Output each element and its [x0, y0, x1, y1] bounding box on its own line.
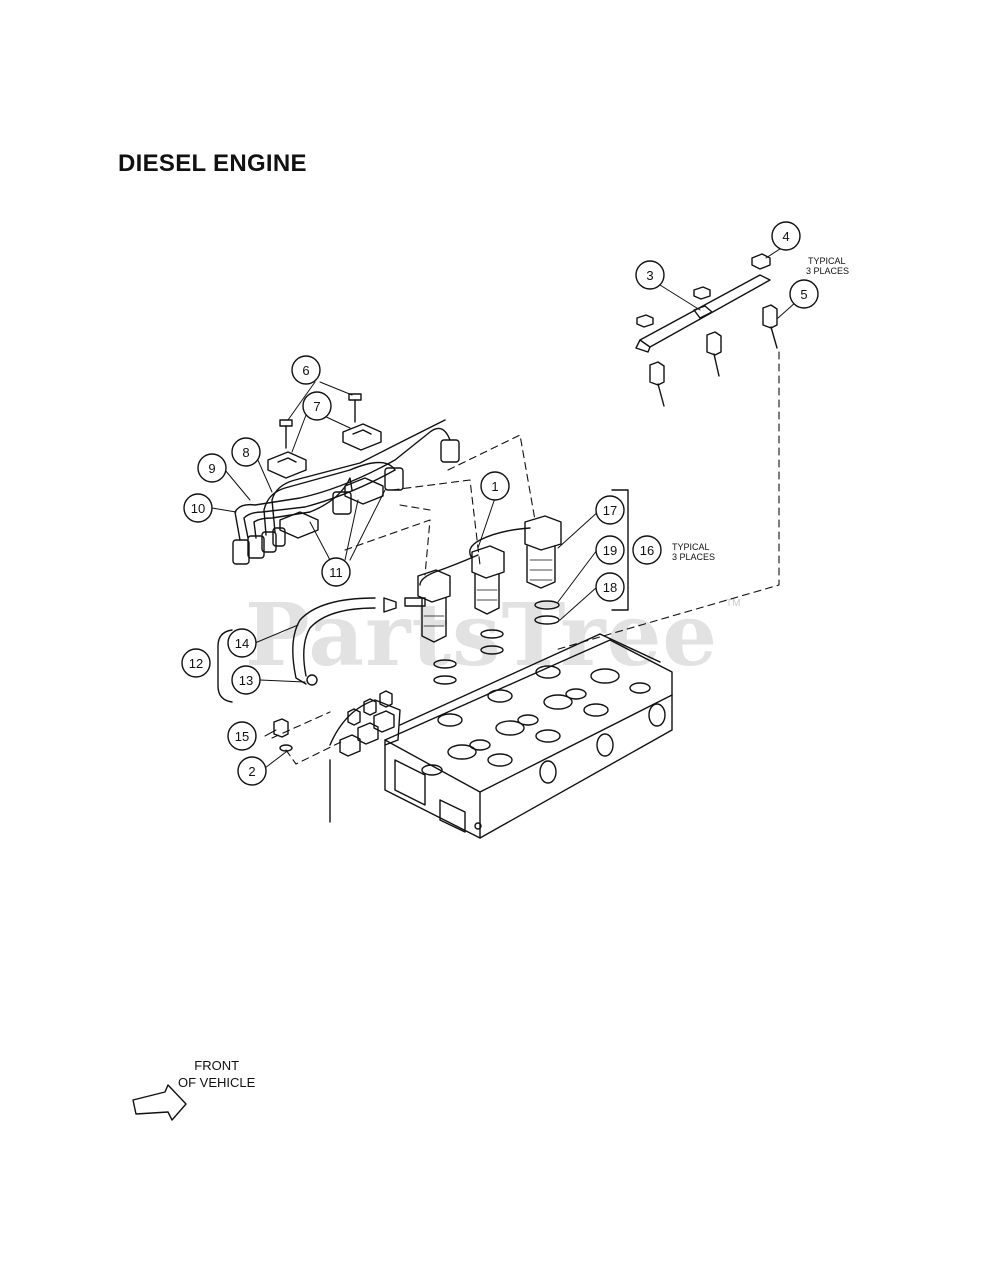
return-hose	[292, 597, 426, 686]
glow-plug-bus-bar	[635, 274, 771, 353]
typical-note-top: TYPICAL 3 PLACES	[806, 256, 850, 276]
callout-18: 18	[603, 580, 617, 595]
cylinder-head	[384, 633, 673, 839]
callout-13: 13	[239, 673, 253, 688]
typical-note-mid-line2: 3 PLACES	[672, 552, 716, 562]
callout-14: 14	[235, 636, 249, 651]
callout-labels: 4 3 5 6 7 8 9 10 11 1 17 19 16 18 14 12 …	[189, 229, 808, 779]
page-title: DIESEL ENGINE	[118, 150, 307, 177]
callout-15: 15	[235, 729, 249, 744]
front-label-line2: OF VEHICLE	[178, 1075, 256, 1090]
leak-off-pipe	[419, 527, 531, 586]
callout-6: 6	[302, 363, 309, 378]
callout-2: 2	[248, 764, 255, 779]
callout-1: 1	[491, 479, 498, 494]
typical-note-mid-line1: TYPICAL	[672, 542, 710, 552]
callout-19: 19	[603, 543, 617, 558]
callout-circles	[181, 221, 819, 786]
callout-17: 17	[603, 503, 617, 518]
injection-pump	[329, 690, 401, 823]
pipe-nuts	[232, 439, 460, 565]
trademark-mark: TM	[726, 598, 741, 609]
front-label-line1: FRONT	[194, 1058, 240, 1073]
callout-16: 16	[640, 543, 654, 558]
alignment-lines	[271, 351, 780, 765]
injectors	[417, 515, 562, 685]
callout-11: 11	[329, 565, 343, 580]
callout-3: 3	[646, 268, 653, 283]
callout-10: 10	[191, 501, 205, 516]
callout-8: 8	[242, 445, 249, 460]
typical-note-top-line1: TYPICAL	[808, 256, 846, 266]
callout-5: 5	[800, 287, 807, 302]
callout-7: 7	[313, 399, 320, 414]
bracket-12	[217, 629, 233, 703]
typical-note-mid: TYPICAL 3 PLACES	[672, 542, 715, 562]
leader-lines	[211, 244, 797, 769]
callout-4: 4	[782, 229, 789, 244]
callout-12: 12	[189, 656, 203, 671]
front-of-vehicle-label: FRONT OF VEHICLE	[178, 1057, 255, 1091]
glow-plugs	[649, 304, 778, 407]
pipe-clamps	[267, 423, 384, 539]
bracket-16	[611, 489, 629, 611]
front-arrow-icon	[132, 1084, 187, 1121]
callout-9: 9	[208, 461, 215, 476]
banjo-fitting	[273, 718, 293, 752]
bus-bar-nuts	[636, 253, 771, 328]
typical-note-top-line2: 3 PLACES	[806, 266, 850, 276]
